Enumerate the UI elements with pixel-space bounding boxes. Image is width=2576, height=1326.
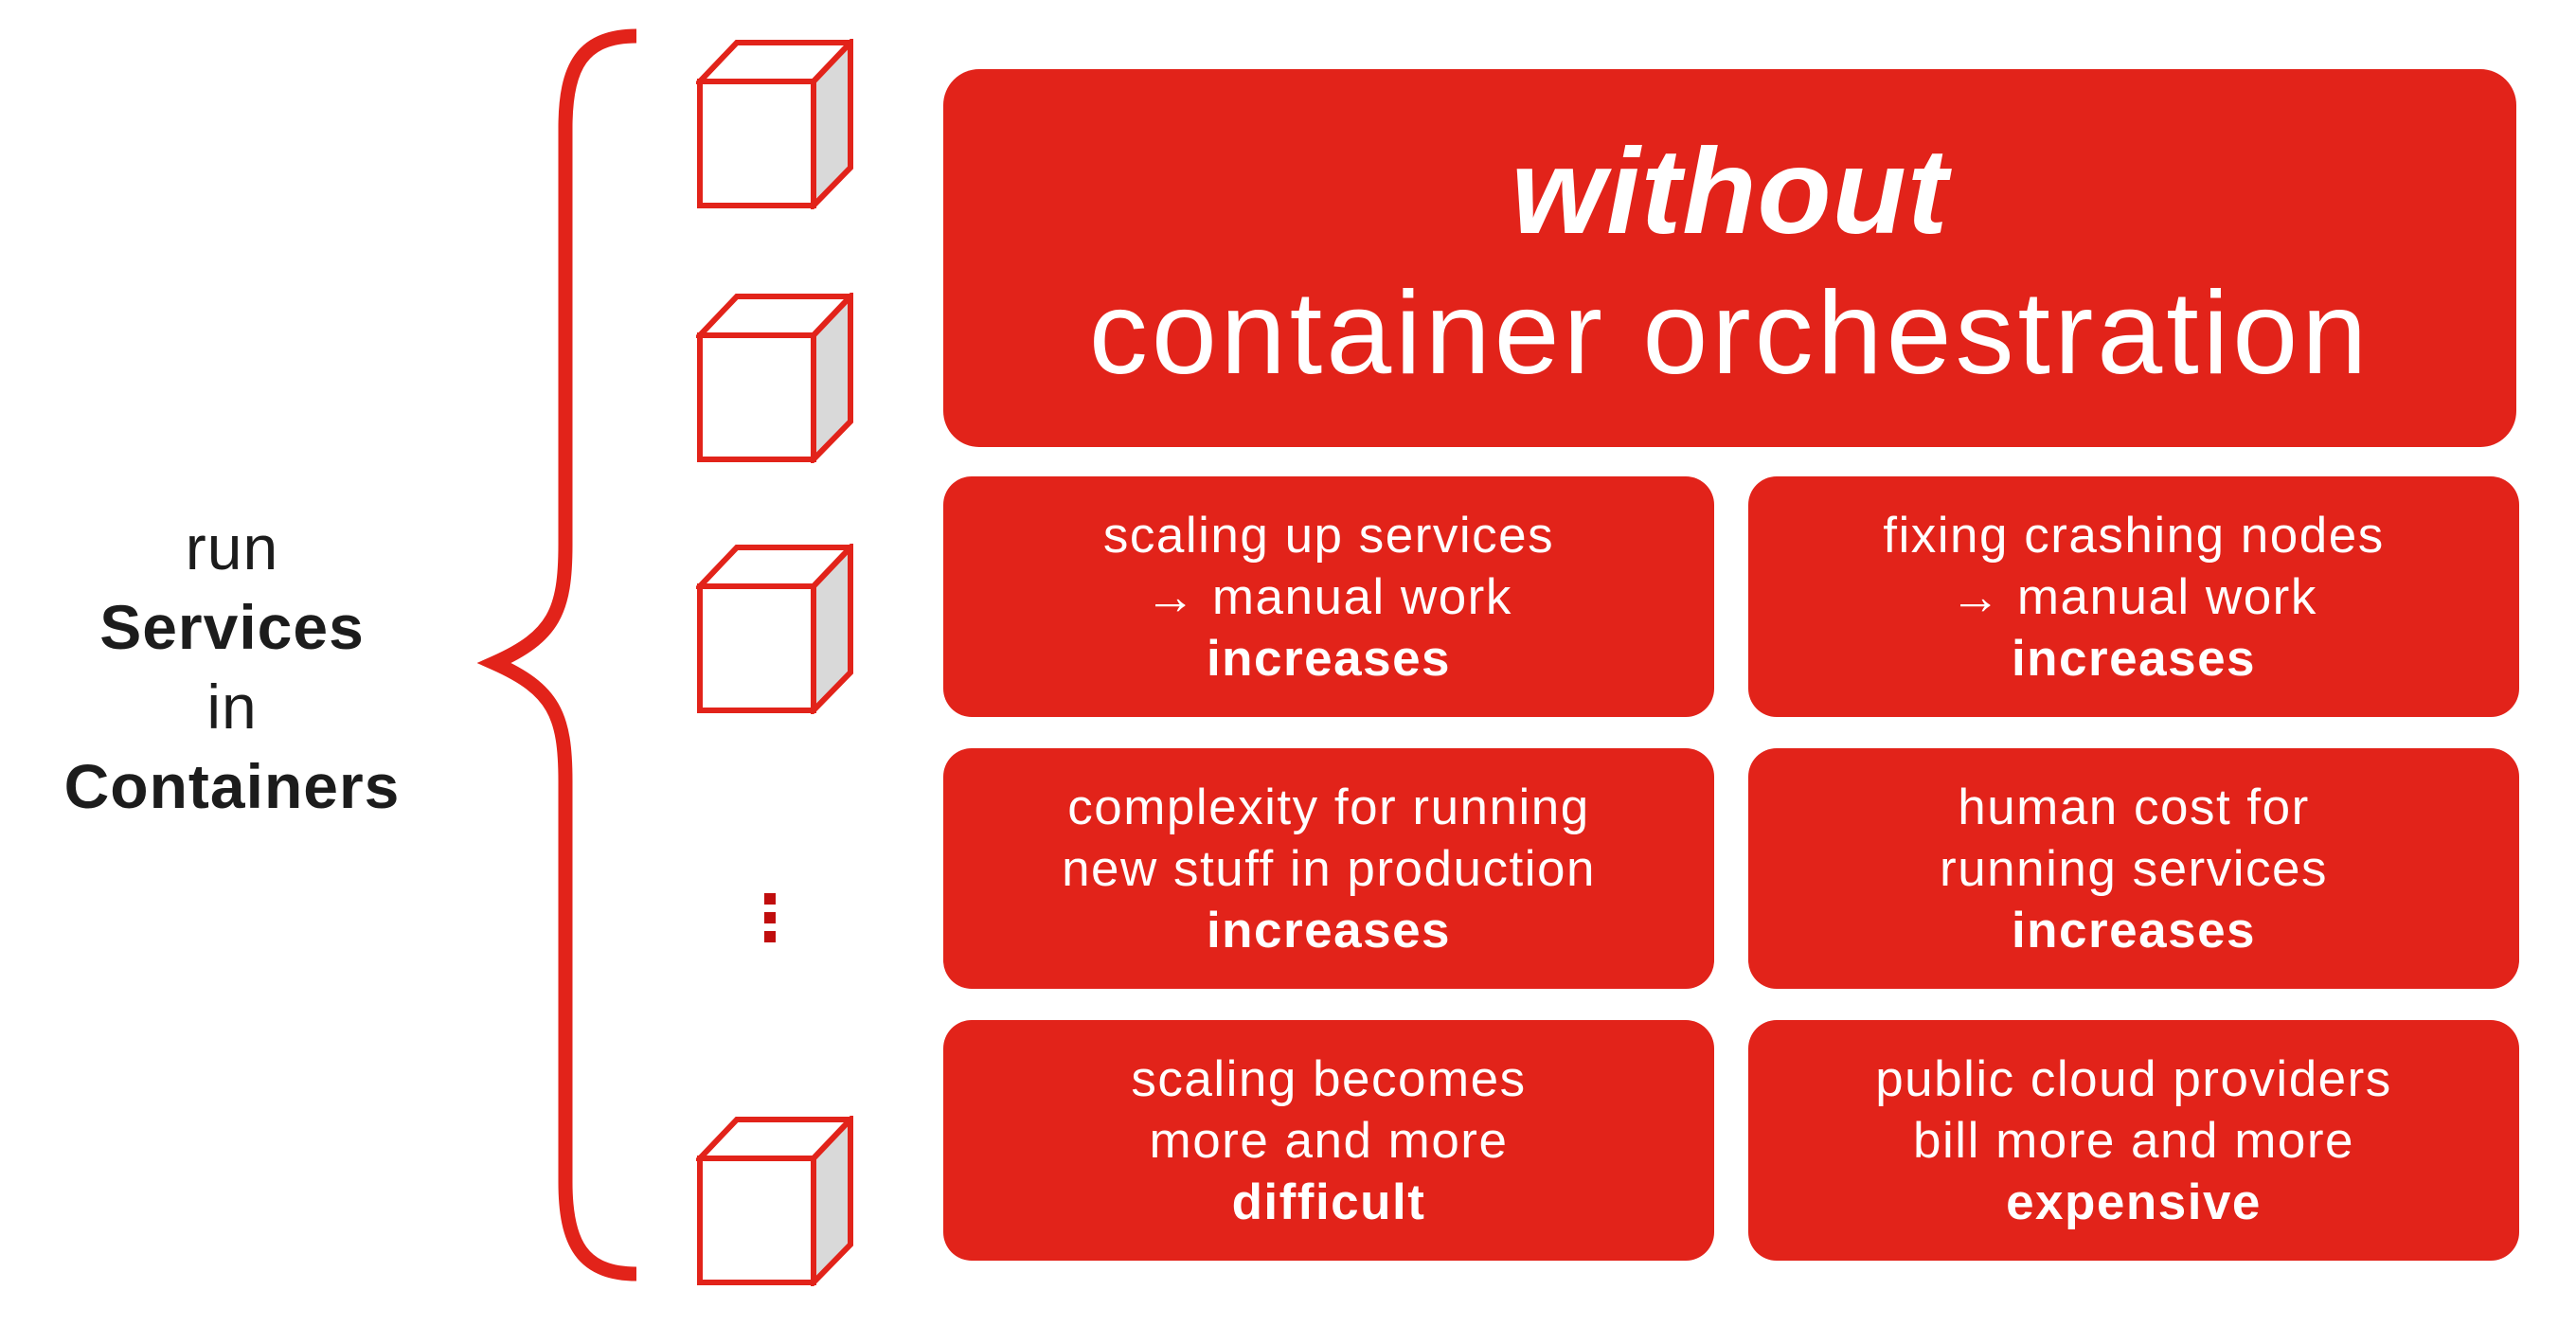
card-human-cost: human cost for running services increase… bbox=[1748, 748, 2519, 989]
container-cube-icon bbox=[696, 544, 853, 714]
card-line: human cost for bbox=[1958, 779, 2310, 835]
container-cube-icon bbox=[696, 1116, 853, 1286]
card-line: new stuff in production bbox=[1062, 840, 1596, 897]
left-label-line-containers: Containers bbox=[63, 751, 401, 821]
title-emphasis: without bbox=[1511, 123, 1949, 260]
card-line: fixing crashing nodes bbox=[1883, 507, 2385, 564]
card-cloud-billing: public cloud providers bill more and mor… bbox=[1748, 1020, 2519, 1261]
card-line: running services bbox=[1940, 840, 2328, 897]
card-emphasis: increases bbox=[1206, 902, 1452, 959]
card-line: scaling up services bbox=[1102, 507, 1555, 564]
container-cube-icon bbox=[696, 293, 853, 463]
card-line: public cloud providers bbox=[1875, 1050, 2392, 1107]
card-emphasis: increases bbox=[2011, 902, 2257, 959]
card-line: → manual work bbox=[1145, 568, 1512, 625]
card-line: bill more and more bbox=[1913, 1112, 2354, 1169]
card-line: scaling becomes bbox=[1131, 1050, 1527, 1107]
card-emphasis: expensive bbox=[2006, 1174, 2262, 1230]
card-scaling-up-services: scaling up services → manual work increa… bbox=[943, 476, 1714, 717]
card-scaling-difficult: scaling becomes more and more difficult bbox=[943, 1020, 1714, 1261]
card-line: complexity for running bbox=[1067, 779, 1590, 835]
left-label-line-in: in bbox=[206, 672, 258, 742]
card-line: → manual work bbox=[1950, 568, 2317, 625]
card-line: more and more bbox=[1149, 1112, 1509, 1169]
left-label-line-run: run bbox=[185, 512, 279, 582]
card-emphasis: increases bbox=[2011, 630, 2257, 687]
curly-brace-icon bbox=[476, 28, 637, 1281]
card-fixing-crashing-nodes: fixing crashing nodes → manual work incr… bbox=[1748, 476, 2519, 717]
card-emphasis: difficult bbox=[1231, 1174, 1426, 1230]
vertical-ellipsis-icon bbox=[764, 893, 776, 950]
header-box: without container orchestration bbox=[943, 69, 2516, 447]
container-cube-icon bbox=[696, 39, 853, 209]
card-complexity-production: complexity for running new stuff in prod… bbox=[943, 748, 1714, 989]
title-main: container orchestration bbox=[1088, 267, 2371, 399]
left-label: run Services in Containers bbox=[14, 508, 450, 826]
left-label-line-services: Services bbox=[99, 592, 365, 662]
card-emphasis: increases bbox=[1206, 630, 1452, 687]
